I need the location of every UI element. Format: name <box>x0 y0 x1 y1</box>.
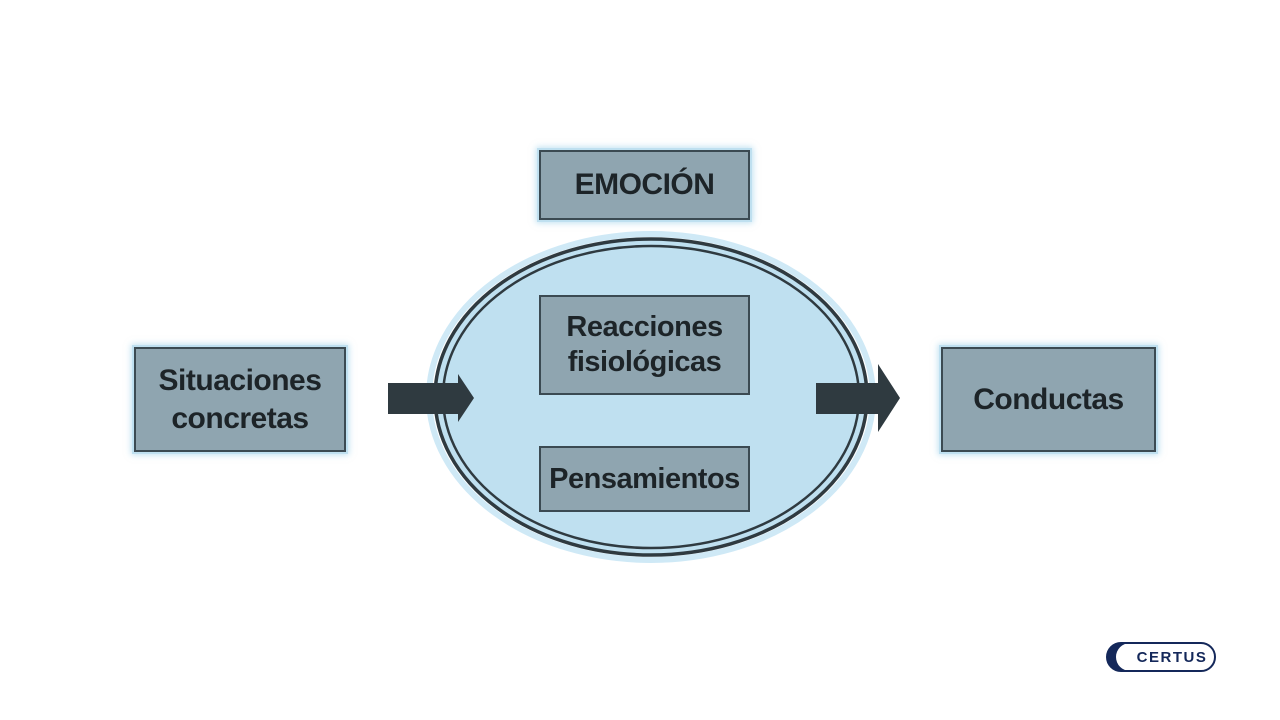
reacciones-line1: Reacciones <box>566 311 723 344</box>
emocion-box: EMOCIÓN <box>539 150 750 220</box>
situaciones-box: Situaciones concretas <box>134 347 346 452</box>
emocion-label: EMOCIÓN <box>574 168 715 202</box>
situaciones-line1: Situaciones <box>158 364 322 397</box>
conductas-box: Conductas <box>941 347 1156 452</box>
reacciones-box: Reacciones fisiológicas <box>539 295 750 395</box>
situaciones-line2: concretas <box>171 401 309 435</box>
output-arrow <box>816 364 900 432</box>
pensamientos-box: Pensamientos <box>539 446 750 512</box>
input-arrow <box>388 374 474 422</box>
certus-logo-text: CERTUS <box>1136 648 1208 666</box>
pensamientos-label: Pensamientos <box>549 462 740 495</box>
conductas-label: Conductas <box>973 382 1124 416</box>
certus-logo <box>1106 642 1216 672</box>
reacciones-line2: fisiológicas <box>567 346 722 378</box>
